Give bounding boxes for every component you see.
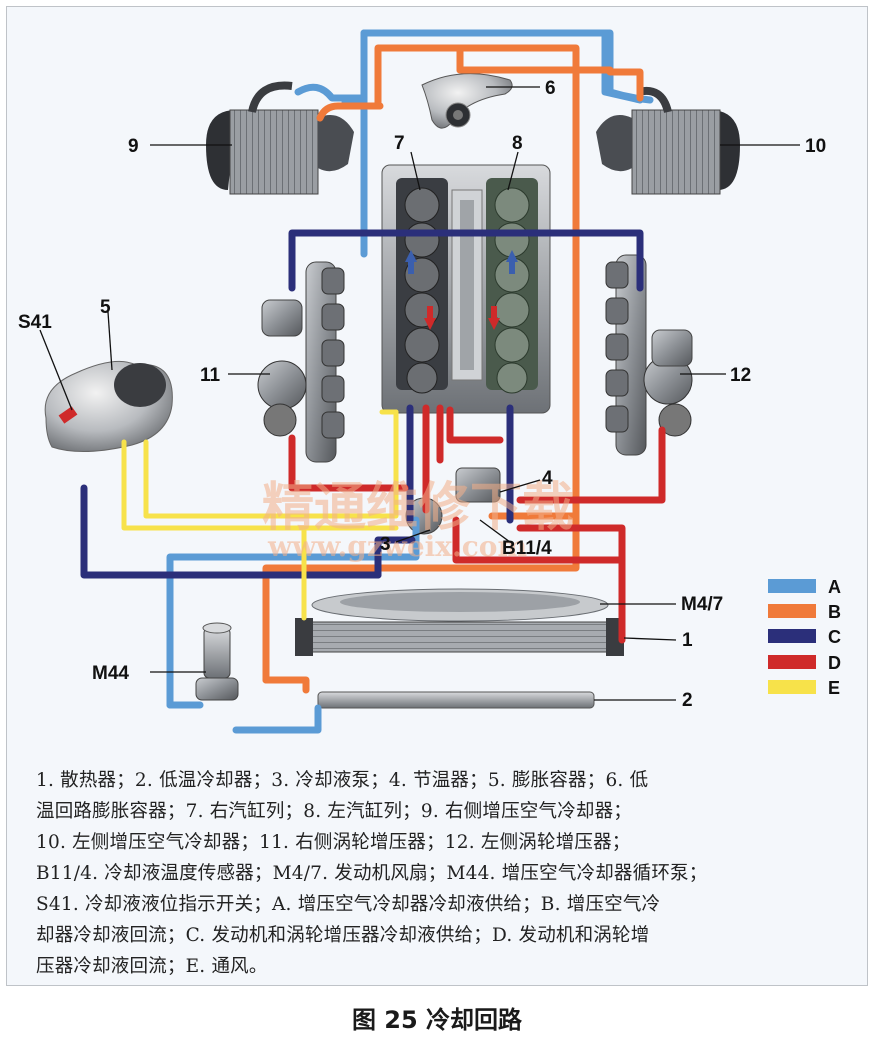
label-m44: M44	[92, 663, 129, 684]
label-s41: S41	[18, 312, 52, 333]
legend-label-a: A	[828, 577, 841, 597]
thermostat	[455, 467, 501, 503]
engine-fan	[311, 588, 609, 622]
caption-line: 压器冷却液回流；E. 通风。	[36, 956, 268, 977]
label-m4-7: M4/7	[681, 594, 723, 615]
label-1: 1	[682, 630, 693, 651]
turbocharger-left	[605, 254, 693, 456]
label-6: 6	[545, 78, 556, 99]
label-2: 2	[682, 690, 693, 711]
label-9: 9	[128, 136, 139, 157]
caption-line: 却器冷却液回流；C. 发动机和涡轮增压器冷却液供给；D. 发动机和涡轮增	[36, 925, 650, 946]
legend-swatch-e	[768, 680, 816, 694]
line-e	[121, 409, 399, 621]
label-4: 4	[542, 468, 553, 489]
caption-line: B11/4. 冷却液温度传感器；M4/7. 发动机风扇；M44. 增压空气冷却器…	[36, 863, 708, 884]
figure-title: 图 25 冷却回路	[351, 1006, 523, 1034]
label-5: 5	[100, 297, 111, 318]
label-12: 12	[730, 365, 751, 386]
radiator	[295, 618, 624, 656]
expansion-tank	[44, 360, 173, 452]
charge-air-cooler-right	[206, 81, 354, 195]
line-c	[80, 229, 644, 579]
legend-swatch-b	[768, 604, 816, 618]
caption-line: 1. 散热器；2. 低温冷却器；3. 冷却液泵；4. 节温器；5. 膨胀容器；6…	[36, 770, 649, 791]
label-7: 7	[394, 133, 405, 154]
caption-line: S41. 冷却液液位指示开关；A. 增压空气冷却器冷却液供给；B. 增压空气冷	[36, 894, 661, 915]
line-b	[262, 44, 644, 694]
label-b11-4: B11/4	[502, 538, 552, 559]
low-temp-cooler	[317, 691, 595, 709]
legend: A B C D E	[768, 577, 841, 698]
label-3: 3	[380, 534, 391, 555]
legend-swatch-a	[768, 579, 816, 593]
legend-swatch-c	[768, 629, 816, 643]
charge-air-cooler-left	[596, 87, 740, 195]
legend-label-b: B	[828, 602, 841, 622]
line-a	[166, 29, 654, 734]
cooling-circuit-diagram: 精通维修下载 www.gzweix.com 9 10 6 7 8 11 12 S…	[18, 29, 841, 734]
watermark-url: www.gzweix.com	[267, 530, 527, 563]
watermark: 精通维修下载 www.gzweix.com	[262, 477, 574, 563]
leader-lines	[39, 86, 800, 701]
charge-air-pump	[195, 622, 239, 701]
legend-label-d: D	[828, 653, 841, 673]
legend-swatch-d	[768, 655, 816, 669]
label-11: 11	[200, 365, 221, 386]
engine-block	[381, 164, 551, 414]
label-8: 8	[512, 133, 523, 154]
caption-line: 温回路膨胀容器；7. 右汽缸列；8. 左汽缸列；9. 右侧增压空气冷却器；	[36, 801, 632, 822]
watermark-cn: 精通维修下载	[262, 477, 574, 538]
line-d	[288, 404, 666, 644]
turbocharger-right	[257, 261, 345, 463]
label-10: 10	[805, 136, 826, 157]
legend-label-e: E	[828, 678, 840, 698]
low-temp-expansion-tank	[421, 73, 513, 129]
legend-label-c: C	[828, 627, 841, 647]
figure-caption: 1. 散热器；2. 低温冷却器；3. 冷却液泵；4. 节温器；5. 膨胀容器；6…	[36, 765, 846, 982]
caption-line: 10. 左侧增压空气冷却器；11. 右侧涡轮增压器；12. 左侧涡轮增压器；	[36, 832, 631, 853]
